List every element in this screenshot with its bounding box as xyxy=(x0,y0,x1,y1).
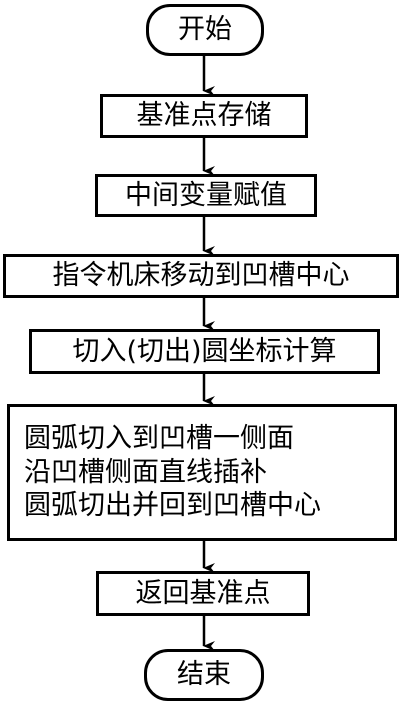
step-assign-variables: 中间变量赋值 xyxy=(95,174,317,217)
step-label: 指令机床移动到凹槽中心 xyxy=(52,260,350,292)
step-label: 切入(切出)圆坐标计算 xyxy=(72,335,337,367)
step-line: 圆弧切出并回到凹槽中心 xyxy=(24,490,321,522)
step-return-reference-point: 返回基准点 xyxy=(96,571,310,616)
step-label: 中间变量赋值 xyxy=(125,179,287,211)
step-line: 沿凹槽侧面直线插补 xyxy=(24,456,267,488)
end-label: 结束 xyxy=(177,659,231,691)
step-line: 圆弧切入到凹槽一侧面 xyxy=(24,422,294,454)
step-compute-arc-coordinates: 切入(切出)圆坐标计算 xyxy=(29,329,380,374)
step-label: 返回基准点 xyxy=(135,577,271,609)
step-arc-machining: 圆弧切入到凹槽一侧面 沿凹槽侧面直线插补 圆弧切出并回到凹槽中心 xyxy=(7,404,397,541)
start-label: 开始 xyxy=(178,14,232,46)
end-terminal: 结束 xyxy=(144,649,264,701)
start-terminal: 开始 xyxy=(146,4,264,56)
step-store-reference-point: 基准点存储 xyxy=(100,94,308,138)
step-move-to-groove-center: 指令机床移动到凹槽中心 xyxy=(3,254,399,298)
step-label: 基准点存储 xyxy=(136,100,272,132)
